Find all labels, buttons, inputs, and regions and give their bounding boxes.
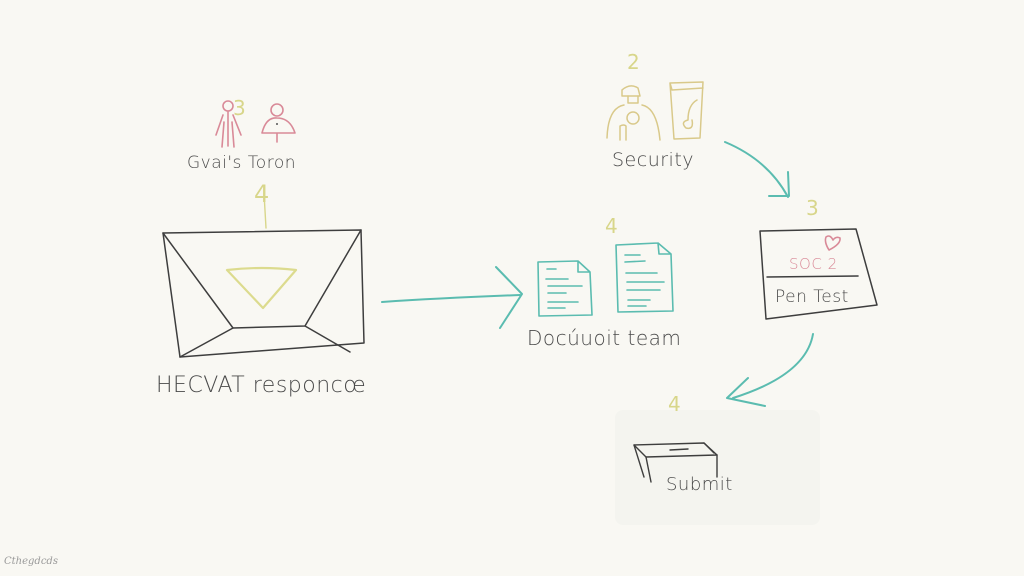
triangle-icon (225, 266, 298, 310)
arrow-hecvat-to-docs (381, 266, 523, 329)
soc2-label: SOC 2 (789, 255, 838, 273)
arrow-soc-to-submit (726, 333, 814, 407)
step-number: 4 (668, 392, 681, 416)
envelope-icon (162, 229, 365, 358)
document-team-label: Docúuoit team (527, 326, 682, 350)
hecvat-label: HECVAT responcœ (156, 373, 367, 398)
evidence-bag-icon (669, 81, 704, 140)
submit-label: Submit (666, 474, 733, 495)
signature: Cthegdcds (4, 556, 58, 567)
soc-pen-card (759, 228, 878, 320)
document-icon (537, 242, 674, 317)
tray-icon (633, 442, 718, 483)
guest-person-label: Gvai's Toron (187, 153, 296, 173)
step-number: 3 (806, 196, 819, 220)
pen-test-label: Pen Test (775, 287, 849, 307)
step-number: 4 (605, 214, 618, 238)
step-number: 4 (254, 180, 270, 208)
heart-icon (824, 235, 841, 251)
arrow-security-to-soc (724, 141, 790, 198)
security-person-icon (606, 85, 661, 141)
step-number: 2 (627, 50, 640, 74)
people-icon (215, 100, 296, 148)
connector-line (263, 192, 267, 229)
step-number: 3 (233, 96, 246, 120)
security-label: Security (612, 149, 695, 171)
